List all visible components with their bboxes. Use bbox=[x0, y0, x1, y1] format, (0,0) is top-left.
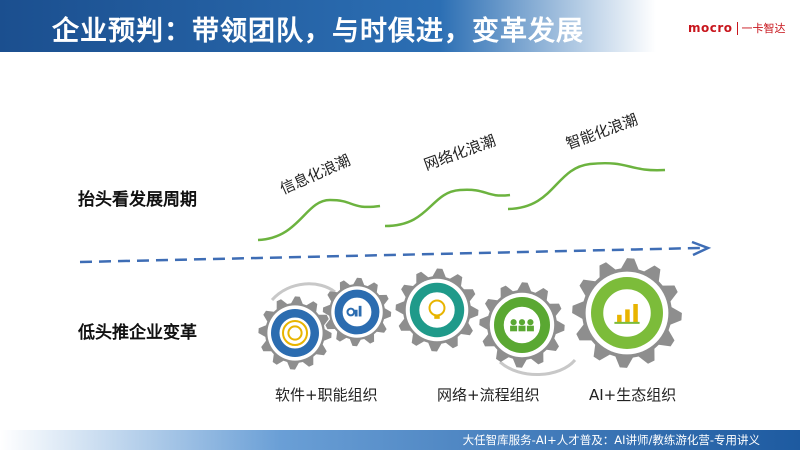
gear-ai-bar-icon bbox=[617, 314, 622, 322]
gear-data-globe-icon bbox=[346, 307, 356, 317]
header-bar bbox=[0, 0, 800, 52]
logo-chinese-text: 一卡智达 bbox=[741, 22, 786, 35]
gear-data-chart-bar2-icon bbox=[358, 305, 362, 317]
gear-process-person-body-icon bbox=[526, 325, 534, 332]
gray-arc-bottom bbox=[498, 358, 577, 376]
gear-process-person-head-icon bbox=[518, 319, 526, 326]
gear-network-hub bbox=[417, 290, 457, 330]
wave-curve-information bbox=[257, 198, 381, 242]
footer-bar: 大任智库服务-AI+人才普及：AI讲师/教练游化营-专用讲义 bbox=[0, 430, 800, 450]
gear-software-target-ring-icon bbox=[287, 325, 303, 341]
gear-process-person-body-icon bbox=[510, 325, 518, 332]
footer-text: 大任智库服务-AI+人才普及：AI讲师/教练游化营-专用讲义 bbox=[462, 433, 760, 447]
gear-data-chart-bar-icon bbox=[354, 309, 358, 317]
trend-dashed-arrow bbox=[79, 246, 701, 264]
gear-process-person-body-icon bbox=[518, 325, 526, 332]
gear-process-person-head-icon bbox=[510, 319, 517, 326]
gear-caption-ai: AI+生态组织 bbox=[589, 386, 677, 404]
gray-arc-top bbox=[270, 282, 336, 302]
logo-wordmark: mocro bbox=[688, 21, 733, 35]
gear-group bbox=[258, 258, 682, 370]
row-label-look-up: 抬头看发展周期 bbox=[78, 190, 197, 210]
gear-process-person-head-icon bbox=[527, 319, 534, 326]
wave-curve-network bbox=[384, 188, 511, 228]
brand-logo: mocro 一卡智达 bbox=[688, 19, 786, 37]
trend-arrow-head bbox=[691, 240, 712, 257]
gear-ai-bar-icon bbox=[625, 309, 630, 322]
wave-curve-intelligence bbox=[507, 162, 666, 211]
gear-software-target-icon bbox=[282, 320, 308, 346]
row-label-look-down: 低头推企业变革 bbox=[78, 323, 197, 343]
gear-caption-network: 网络+流程组织 bbox=[437, 386, 540, 404]
logo-divider bbox=[736, 21, 738, 35]
gear-network-bulb-base-icon bbox=[434, 314, 440, 319]
page-title: 企业预判：带领团队，与时俱进，变革发展 bbox=[52, 16, 584, 47]
gear-caption-software: 软件+职能组织 bbox=[275, 386, 378, 404]
gear-ai-bar-icon bbox=[633, 304, 638, 322]
